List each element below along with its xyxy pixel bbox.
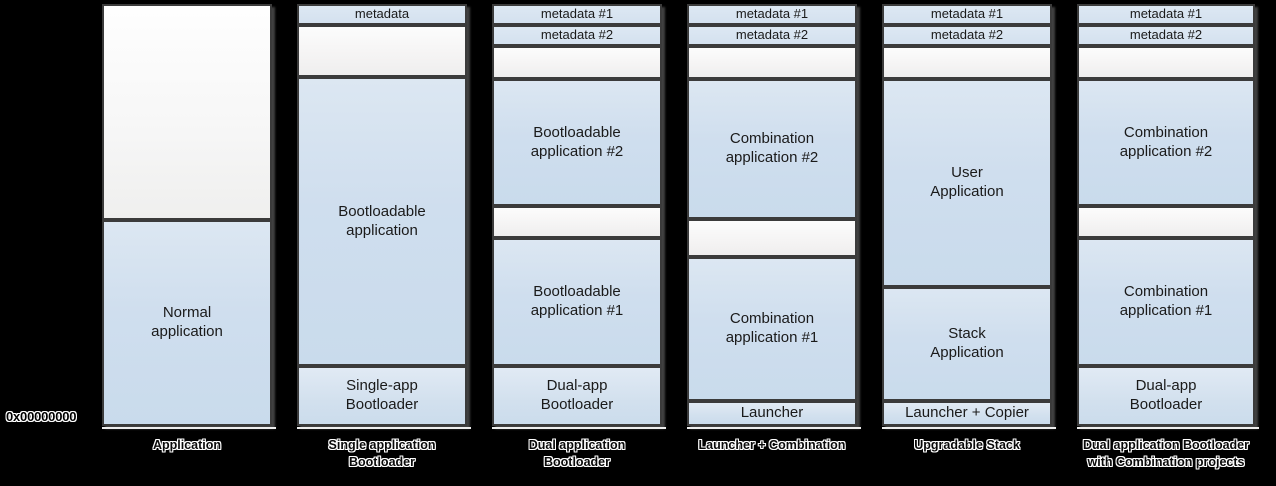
- memory-block-label: metadata #2: [540, 27, 614, 43]
- memory-block-label: Bootloadable application: [338, 202, 426, 239]
- memory-block-metadata-2[interactable]: metadata #2: [687, 25, 857, 46]
- memory-block-label: Dual-app Bootloader: [1129, 377, 1203, 413]
- caption-rule: [297, 427, 471, 429]
- memory-block-label: Dual-app Bootloader: [540, 377, 614, 413]
- memory-block-label: metadata #1: [1129, 6, 1203, 22]
- caption-rule: [1077, 427, 1259, 429]
- memory-stack: Normal application: [102, 4, 272, 426]
- memory-block-gap-1[interactable]: [492, 46, 662, 79]
- memory-block-stack-application[interactable]: Stack Application: [882, 287, 1052, 401]
- column-caption-dual-application-bootloader-combination: Dual application Bootloader with Combina…: [1083, 438, 1249, 469]
- memory-block-label: metadata #1: [735, 6, 809, 22]
- memory-block-label: Stack Application: [930, 325, 1004, 361]
- memory-block-combination-application-1[interactable]: Combination application #1: [687, 257, 857, 401]
- memory-block-normal-application[interactable]: Normal application: [102, 220, 272, 426]
- column-caption-single-application-bootloader: Single application Bootloader: [328, 438, 436, 469]
- memory-block-combination-application-2[interactable]: Combination application #2: [1077, 79, 1255, 206]
- memory-block-label: Single-app Bootloader: [345, 377, 419, 413]
- memory-block-user-application[interactable]: User Application: [882, 79, 1052, 287]
- memory-block-empty-top[interactable]: [102, 4, 272, 220]
- memory-block-label: User Application: [930, 164, 1004, 200]
- memory-block-launcher[interactable]: Launcher: [687, 401, 857, 426]
- memory-block-label: Launcher: [740, 404, 804, 422]
- memory-block-dual-app-bootloader[interactable]: Dual-app Bootloader: [1077, 366, 1255, 426]
- memory-block-gap-2[interactable]: [1077, 206, 1255, 238]
- memory-block-gap-2[interactable]: [687, 219, 857, 257]
- memory-stack: metadata #1 metadata #2 Combination applic…: [687, 4, 857, 426]
- memory-column-application: Normal application: [102, 4, 272, 426]
- memory-block-launcher-plus-copier[interactable]: Launcher + Copier: [882, 401, 1052, 426]
- memory-block-gap-1[interactable]: [1077, 46, 1255, 79]
- memory-block-dual-app-bootloader[interactable]: Dual-app Bootloader: [492, 366, 662, 426]
- memory-block-label: metadata #1: [930, 6, 1004, 22]
- memory-block-label: Launcher + Copier: [905, 404, 1029, 422]
- memory-block-combination-application-2[interactable]: Combination application #2: [687, 79, 857, 219]
- column-caption-dual-application-bootloader: Dual application Bootloader: [528, 438, 626, 469]
- address-label: 0x00000000: [6, 409, 77, 424]
- memory-block-metadata-2[interactable]: metadata #2: [1077, 25, 1255, 46]
- memory-stack: metadata #1 metadata #2 Bootloadable appli…: [492, 4, 662, 426]
- memory-block-combination-application-1[interactable]: Combination application #1: [1077, 238, 1255, 366]
- caption-rule: [687, 427, 861, 429]
- memory-block-label: Normal application: [151, 304, 223, 340]
- column-caption-launcher-combination: Launcher + Combination: [698, 438, 846, 452]
- column-caption-application: Application: [152, 438, 222, 452]
- memory-block-bootloadable-application[interactable]: Bootloadable application: [297, 77, 467, 366]
- memory-block-label: metadata #2: [735, 27, 809, 43]
- memory-block-gap-2[interactable]: [492, 206, 662, 238]
- memory-block-label: Combination application #1: [1119, 283, 1213, 319]
- memory-block-label: metadata: [354, 6, 410, 22]
- memory-block-label: Combination application #1: [725, 310, 819, 346]
- memory-block-label: Bootloadable application #1: [530, 283, 624, 319]
- memory-column-dual-application-bootloader-combination: metadata #1 metadata #2 Combination applic…: [1077, 4, 1255, 426]
- memory-column-dual-application-bootloader: metadata #1 metadata #2 Bootloadable appli…: [492, 4, 662, 426]
- memory-block-metadata-1[interactable]: metadata #1: [492, 4, 662, 25]
- memory-block-label: metadata #1: [540, 6, 614, 22]
- memory-block-label: Combination application #2: [725, 130, 819, 166]
- column-caption-upgradable-stack: Upgradable Stack: [914, 438, 1020, 452]
- memory-block-gap-1[interactable]: [882, 46, 1052, 79]
- memory-block-metadata[interactable]: metadata: [297, 4, 467, 25]
- caption-rule: [882, 427, 1056, 429]
- memory-block-label: Bootloadable application #2: [530, 123, 624, 160]
- memory-block-gap-1[interactable]: [297, 25, 467, 77]
- memory-block-metadata-1[interactable]: metadata #1: [882, 4, 1052, 25]
- memory-block-bootloadable-application-2[interactable]: Bootloadable application #2: [492, 79, 662, 206]
- memory-block-metadata-1[interactable]: metadata #1: [1077, 4, 1255, 25]
- memory-block-metadata-2[interactable]: metadata #2: [492, 25, 662, 46]
- memory-column-launcher-combination: metadata #1 metadata #2 Combination applic…: [687, 4, 857, 426]
- memory-block-bootloadable-application-1[interactable]: Bootloadable application #1: [492, 238, 662, 366]
- memory-block-label: metadata #2: [1129, 27, 1203, 43]
- memory-block-gap-1[interactable]: [687, 46, 857, 79]
- memory-block-single-app-bootloader[interactable]: Single-app Bootloader: [297, 366, 467, 426]
- memory-stack: metadata #1 metadata #2 Combination applic…: [1077, 4, 1255, 426]
- memory-block-label: Combination application #2: [1119, 123, 1213, 160]
- caption-rule: [102, 427, 276, 429]
- memory-block-metadata-2[interactable]: metadata #2: [882, 25, 1052, 46]
- memory-block-metadata-1[interactable]: metadata #1: [687, 4, 857, 25]
- memory-block-label: metadata #2: [930, 27, 1004, 43]
- caption-rule: [492, 427, 666, 429]
